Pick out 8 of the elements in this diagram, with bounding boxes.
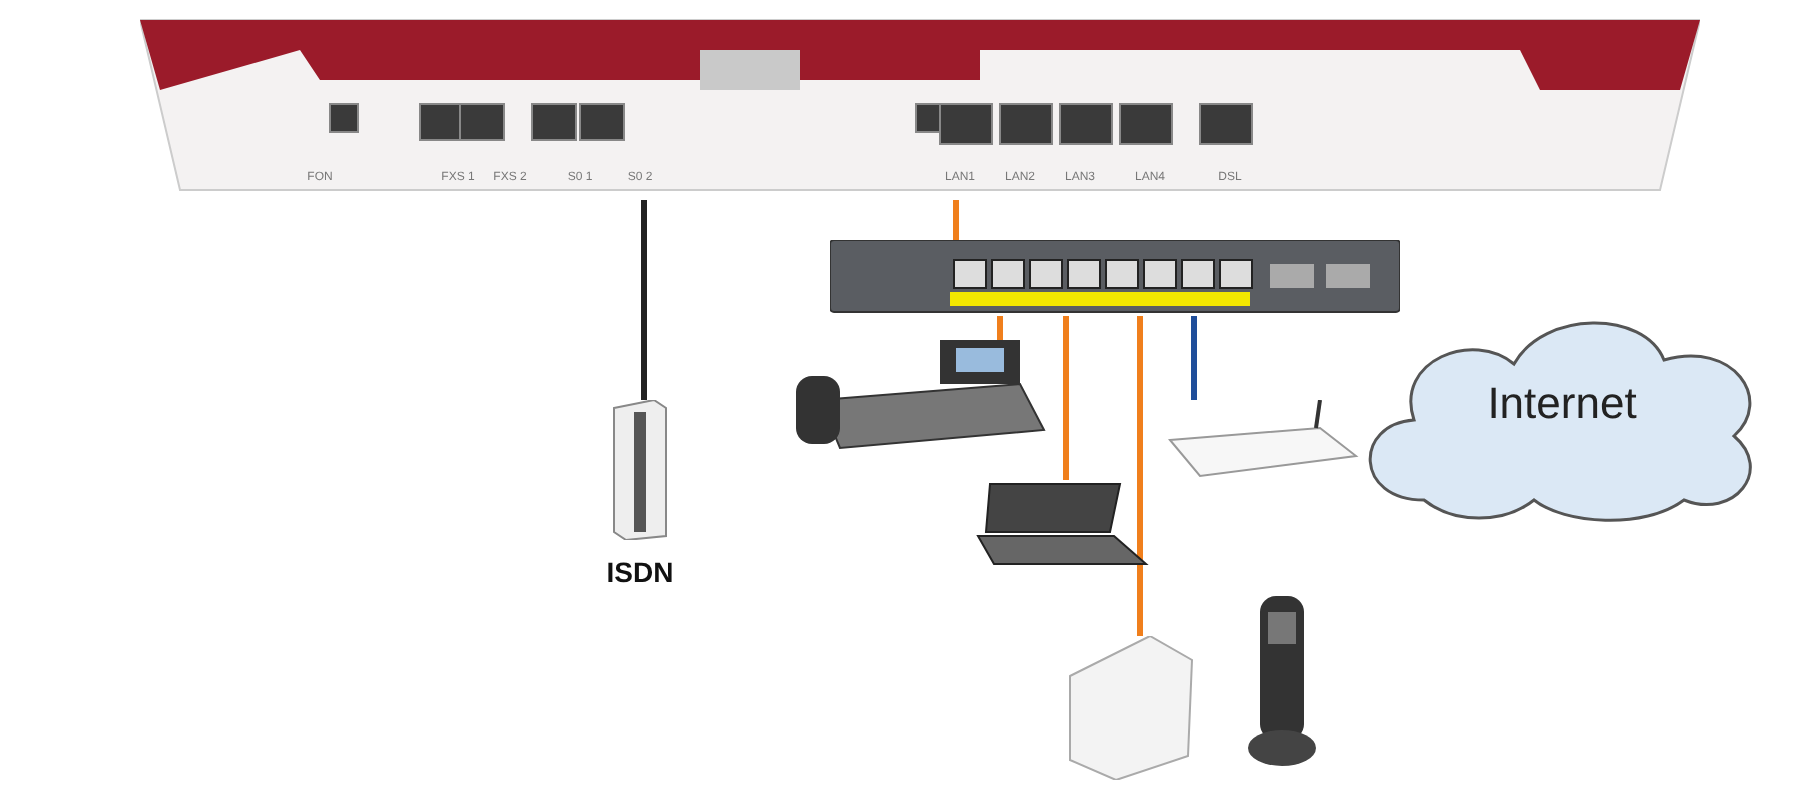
device-caption: ISDN — [606, 556, 674, 588]
cable-line — [1063, 316, 1069, 480]
cable-line — [997, 316, 1003, 340]
cable-line — [953, 200, 959, 240]
cable-line — [1191, 316, 1197, 400]
cable-line — [1137, 316, 1143, 636]
node-label: Internet — [1487, 377, 1637, 430]
cable-line — [641, 200, 647, 400]
